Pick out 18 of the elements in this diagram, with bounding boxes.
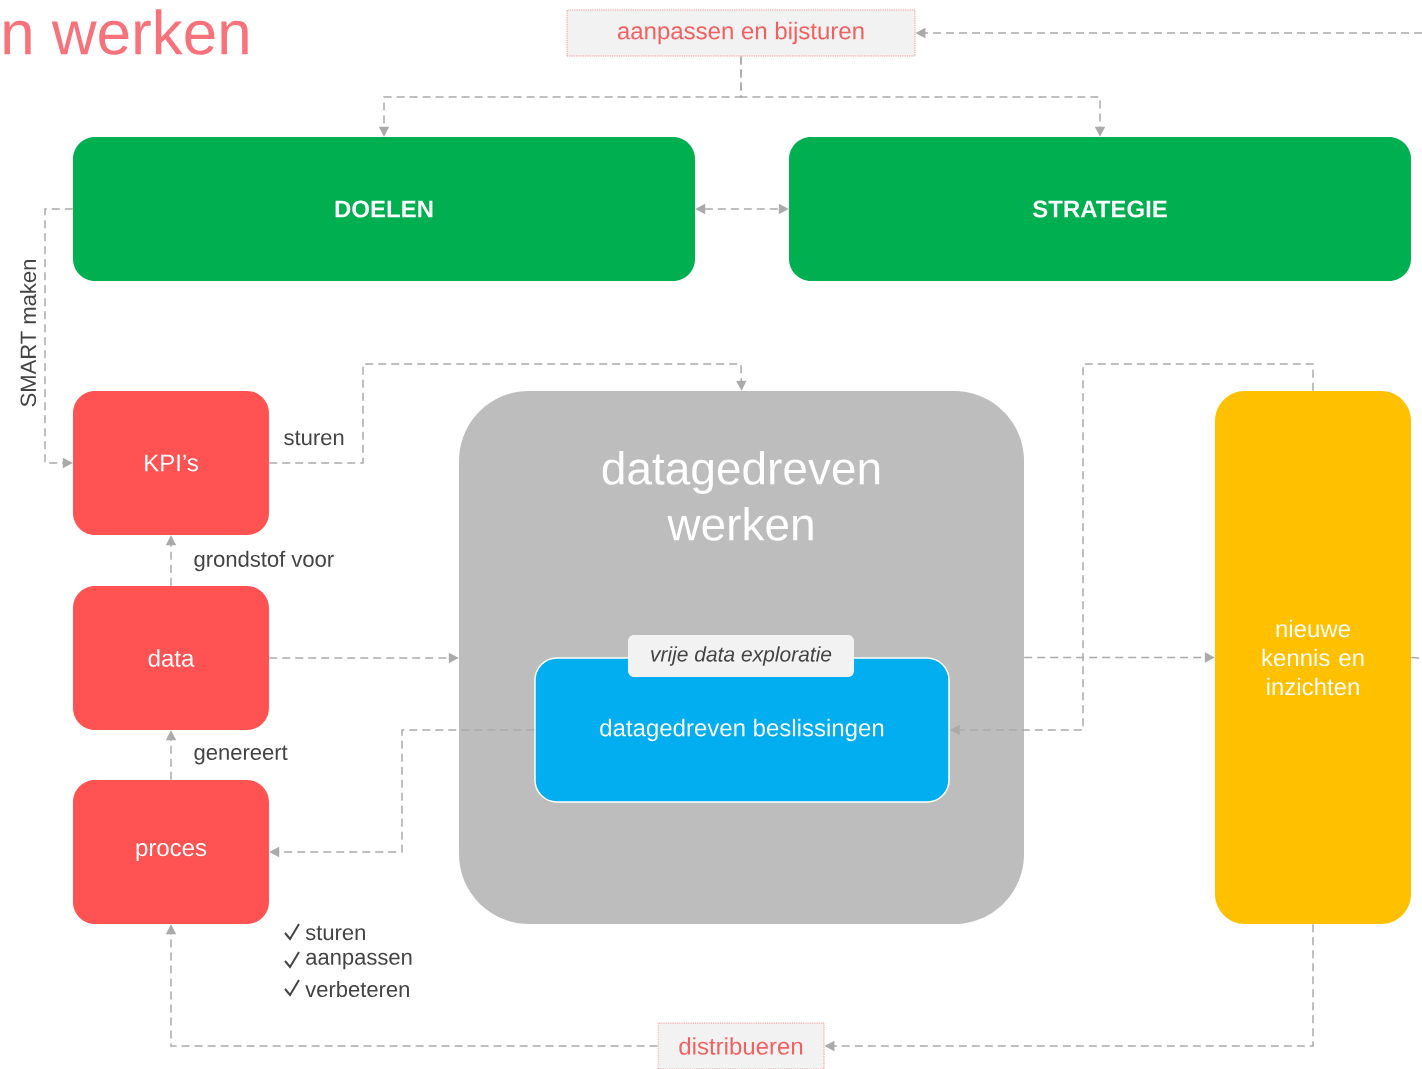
label-box: aanpassen en bijsturen — [566, 9, 916, 57]
goal-box: STRATEGIE — [789, 137, 1411, 281]
process-box: proces — [73, 780, 269, 924]
checklist-item: sturen — [305, 925, 365, 941]
goal-box: DOELEN — [73, 137, 695, 281]
process-box: KPI’s — [73, 391, 269, 535]
tab-label: vrije data exploratie — [628, 635, 854, 677]
label-box: distribueren — [657, 1022, 825, 1069]
edge-label: SMART maken — [19, 260, 37, 407]
title: n werken — [4, 9, 248, 55]
result-box: nieuwe kennis en inzichten — [1215, 391, 1411, 924]
process-box: data — [73, 586, 269, 730]
edge-label: sturen — [284, 430, 344, 446]
checklist-item: aanpassen — [306, 952, 412, 970]
checklist-item: verbeteren — [305, 980, 409, 998]
edge-label: grondstof voor — [194, 550, 334, 572]
arrow — [268, 363, 747, 464]
edge-label: genereert — [194, 745, 288, 765]
